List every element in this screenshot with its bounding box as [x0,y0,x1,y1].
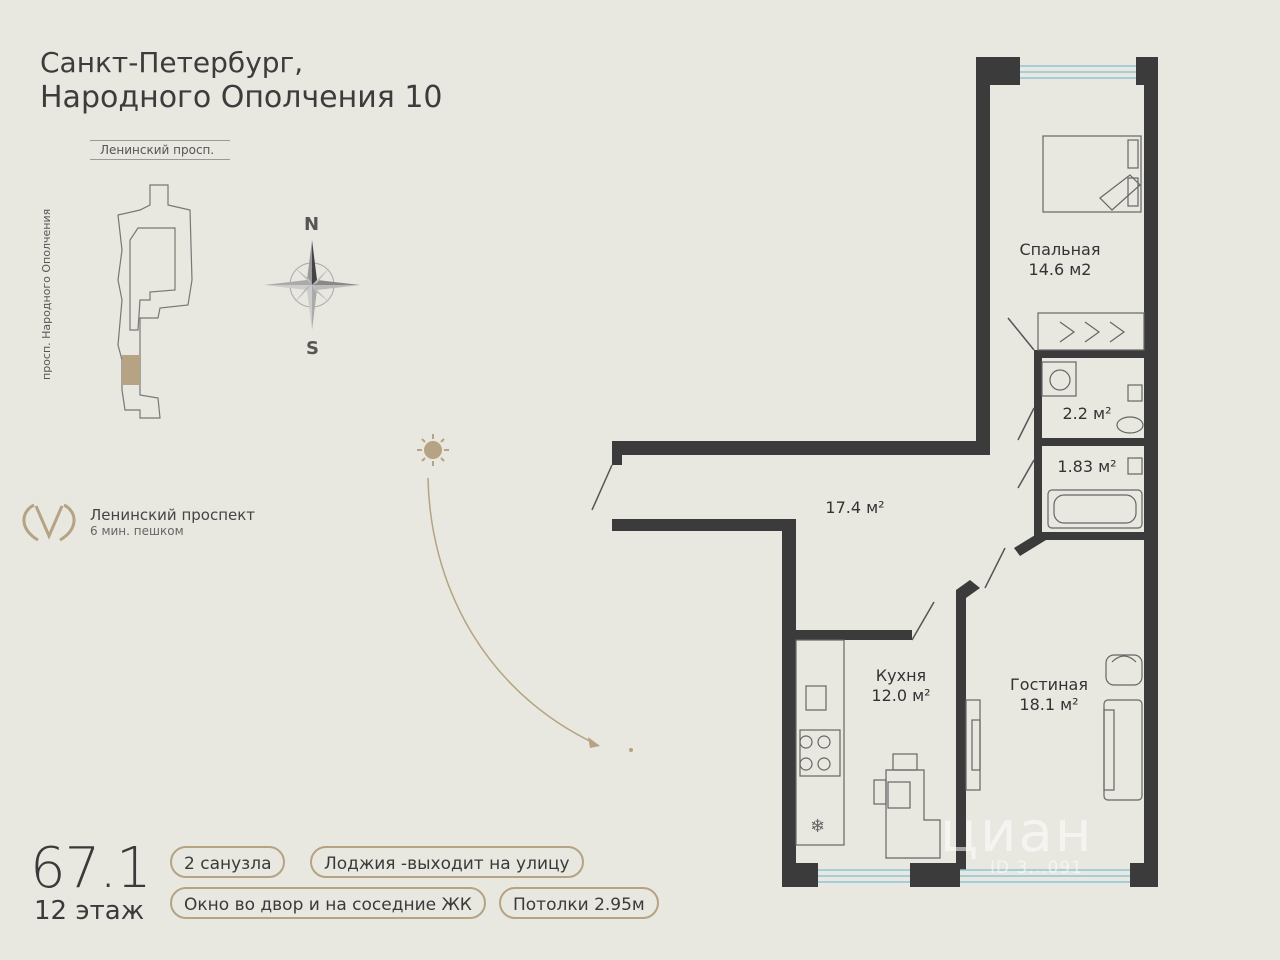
room-living: Гостиная 18.1 м² [994,675,1104,715]
room-bath2-area: 1.83 м² [1057,457,1117,476]
room-bath1-area: 2.2 м² [1062,404,1112,423]
city-title: Санкт-Петербург, [40,46,304,79]
doors [591,317,1035,641]
apartment-walls [612,57,1158,887]
watermark-id: ID 3...091 [990,858,1083,878]
metro-station-name: Ленинский проспект [90,506,256,524]
sun-icon [417,434,449,466]
room-kitchen: Кухня 12.0 м² [856,666,946,706]
metro-logo-icon [22,503,76,542]
apartment-floor: 12 этаж [34,896,145,926]
site-plan-building [117,184,193,419]
sun-path-arrow [588,737,600,748]
room-kitchen-name: Кухня [875,666,927,685]
tag-window-view: Окно во двор и на соседние ЖК [170,887,486,919]
street-line-top [90,140,230,141]
room-hall-area: 17.4 м² [825,498,885,517]
compass-south: S [306,338,319,359]
moon-icon [616,738,633,762]
room-bedroom-area: 14.6 м2 [1028,260,1092,279]
tag-ceiling-height: Потолки 2.95м [499,887,659,919]
room-living-name: Гостиная [1010,675,1088,694]
watermark-brand: циан [940,800,1094,865]
street-label-side: просп. Народного Ополчения [40,208,53,380]
room-bedroom-name: Спальная [1019,240,1101,259]
street-label-top: Ленинский просп. [100,143,215,157]
tag-bathrooms: 2 санузла [170,846,286,878]
furniture [795,135,1145,859]
room-bedroom: Спальная 14.6 м2 [1000,240,1120,280]
compass-rose [264,240,360,330]
apartment-area: 67.1 [30,836,152,901]
room-kitchen-area: 12.0 м² [871,686,931,705]
room-living-area: 18.1 м² [1019,695,1079,714]
windows [818,65,1136,883]
tag-loggia: Лоджия -выходит на улицу [310,846,584,878]
metro-walk-time: 6 мин. пешком [90,524,184,538]
compass-north: N [304,214,320,235]
site-plan-highlight [122,355,140,385]
sun-path-arc [427,477,599,746]
fridge-icon: ❄ [810,816,825,837]
address-title: Народного Ополчения 10 [40,80,443,115]
street-line-bottom [90,159,230,160]
